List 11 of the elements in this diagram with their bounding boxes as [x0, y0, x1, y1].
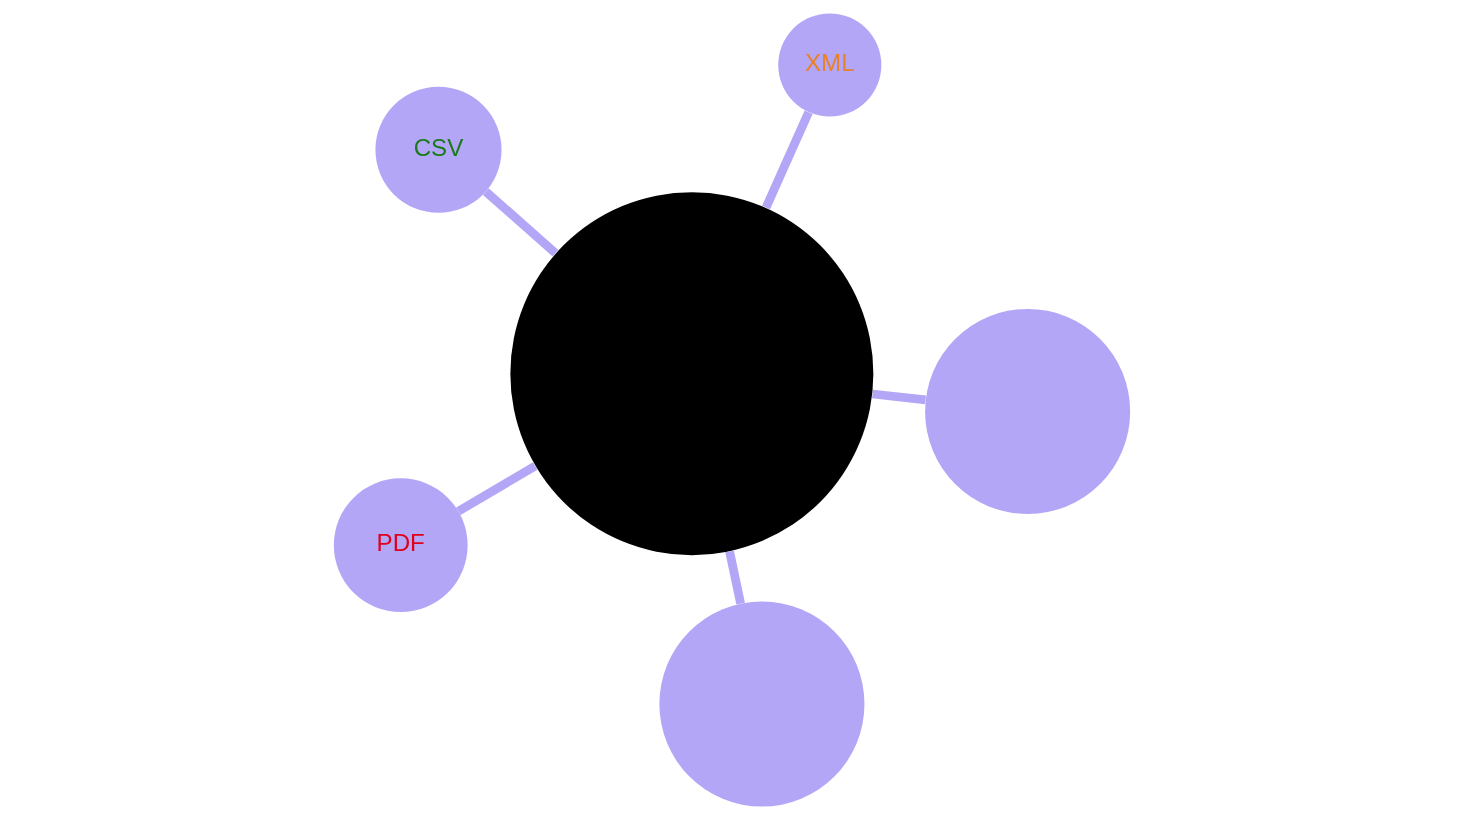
connector: [762, 110, 813, 209]
node-circle: [510, 191, 874, 555]
node-circle: [925, 308, 1131, 514]
connector: [482, 187, 559, 256]
connector: [456, 461, 538, 515]
node-circle: CSV: [375, 86, 502, 213]
connector: [872, 389, 927, 404]
node-circle: XML: [778, 12, 882, 116]
connector: [725, 550, 745, 605]
node-circle: PDF: [333, 477, 468, 612]
node-circle: [659, 601, 865, 807]
